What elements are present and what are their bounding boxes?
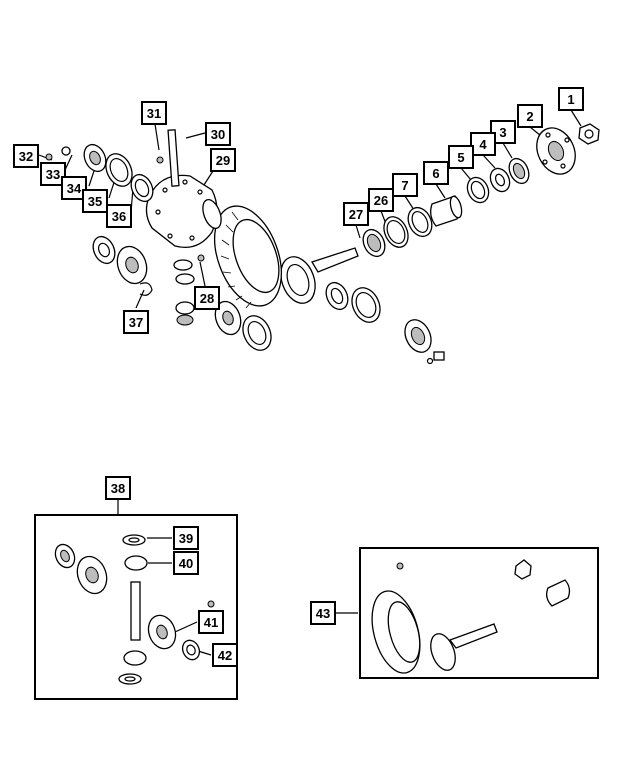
callout-28[interactable]: 28 <box>194 286 220 310</box>
pinion-shaft <box>167 129 180 187</box>
differential-bearing-lower <box>404 319 445 365</box>
drive-pinion <box>280 247 359 304</box>
pinion-nut <box>578 123 600 145</box>
gear-kit-inset-box <box>34 514 238 700</box>
callout-41[interactable]: 41 <box>198 610 224 634</box>
pinion-bearing-cup <box>351 287 381 323</box>
callout-5[interactable]: 5 <box>448 145 474 169</box>
case-bearing <box>130 173 154 203</box>
ring-pinion-kit <box>371 559 571 674</box>
callout-39[interactable]: 39 <box>173 526 199 550</box>
callout-37[interactable]: 37 <box>123 310 149 334</box>
bearing-cup <box>466 176 490 204</box>
pinion-flange <box>536 127 576 175</box>
pinion-gear-set <box>173 254 272 351</box>
callout-40[interactable]: 40 <box>173 551 199 575</box>
ring-gear <box>214 205 282 309</box>
screw <box>45 153 53 161</box>
callout-34[interactable]: 34 <box>61 176 87 200</box>
collapsible-spacer <box>430 195 463 227</box>
callout-38[interactable]: 38 <box>105 476 131 500</box>
bearing-cup-rear <box>407 206 433 238</box>
callout-29[interactable]: 29 <box>210 148 236 172</box>
callout-32[interactable]: 32 <box>13 144 39 168</box>
shim <box>83 143 107 173</box>
callout-26[interactable]: 26 <box>368 188 394 212</box>
front-pinion-bearing <box>489 167 511 193</box>
snap-ring <box>139 282 153 296</box>
callout-27[interactable]: 27 <box>343 202 369 226</box>
callout-1[interactable]: 1 <box>558 87 584 111</box>
callout-4[interactable]: 4 <box>470 132 496 156</box>
pinion-shim <box>383 216 409 248</box>
callout-42[interactable]: 42 <box>212 643 238 667</box>
callout-43[interactable]: 43 <box>310 601 336 625</box>
side-gear <box>116 245 148 285</box>
pinion-bearing-cone <box>325 281 349 311</box>
bolt <box>61 146 71 156</box>
lock-bolt <box>156 156 164 164</box>
callout-33[interactable]: 33 <box>40 162 66 186</box>
differential-gear-kit <box>54 534 215 685</box>
callout-35[interactable]: 35 <box>82 189 108 213</box>
callout-31[interactable]: 31 <box>141 101 167 125</box>
side-gear-washer <box>92 235 116 265</box>
callout-36[interactable]: 36 <box>106 204 132 228</box>
oil-seal <box>508 157 530 185</box>
callout-30[interactable]: 30 <box>205 122 231 146</box>
ring-pinion-inset-box <box>359 547 599 679</box>
differential-case <box>145 174 222 249</box>
case-bearing-cup <box>105 153 133 187</box>
callout-6[interactable]: 6 <box>423 161 449 185</box>
callout-2[interactable]: 2 <box>517 104 543 128</box>
callout-7[interactable]: 7 <box>392 173 418 197</box>
rear-pinion-bearing <box>362 228 386 258</box>
